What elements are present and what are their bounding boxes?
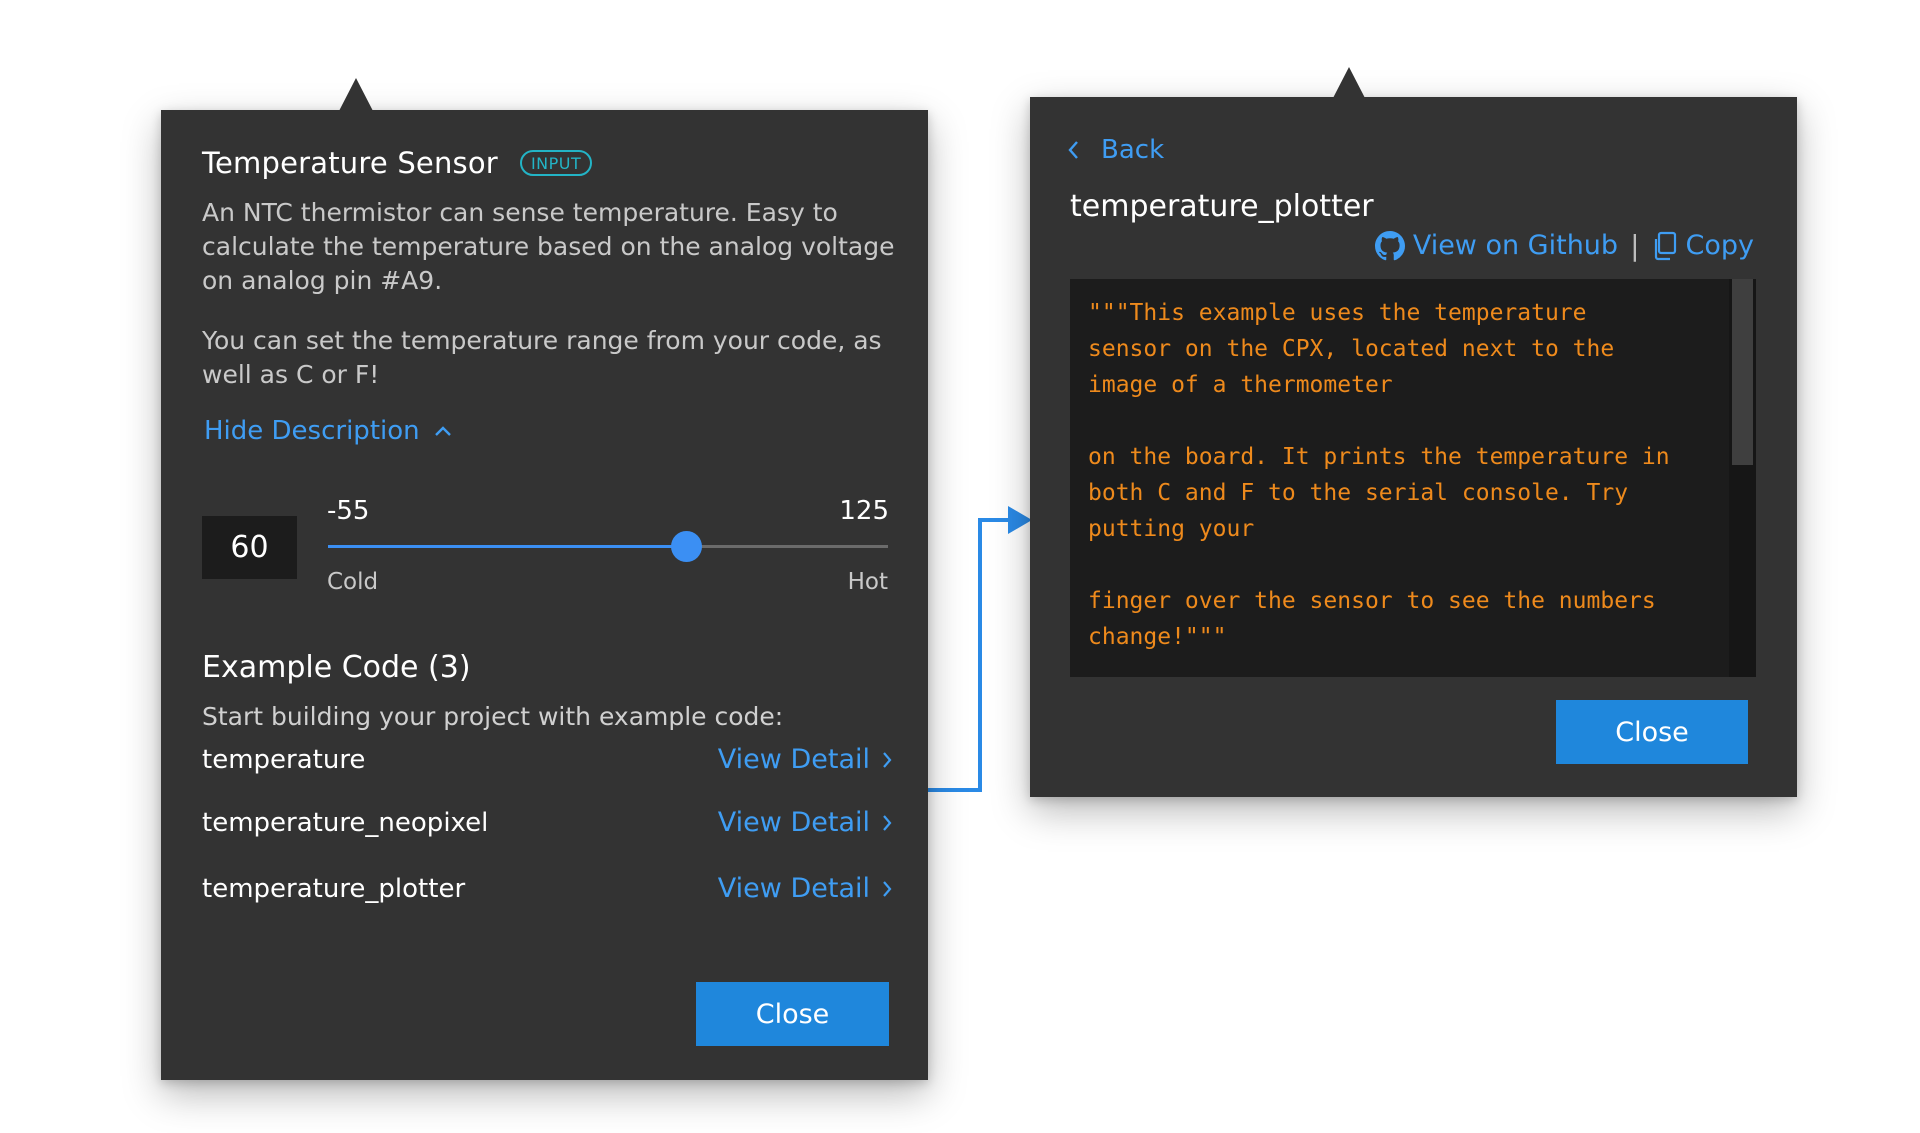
description-text: An NTC thermistor can sense temperature.… bbox=[202, 198, 895, 295]
github-label: View on Github bbox=[1412, 230, 1619, 261]
temperature-slider[interactable] bbox=[328, 531, 888, 562]
example-code-subtitle: Start building your project with example… bbox=[202, 702, 784, 731]
view-detail-link[interactable]: View Detail bbox=[718, 807, 892, 838]
chevron-up-icon bbox=[434, 426, 451, 436]
slider-max-value: 125 bbox=[839, 496, 889, 526]
code-panel: Back temperature_plotter View on Github … bbox=[1030, 67, 1797, 797]
back-link[interactable]: Back bbox=[1068, 135, 1164, 165]
slider-min-value: -55 bbox=[327, 496, 370, 526]
code-actions: View on Github | Copy bbox=[1374, 229, 1755, 262]
close-button[interactable]: Close bbox=[1556, 700, 1748, 764]
example-name: temperature bbox=[202, 744, 366, 775]
panel-caret bbox=[339, 78, 373, 111]
scrollbar-thumb[interactable] bbox=[1732, 279, 1753, 465]
chevron-left-icon bbox=[1068, 141, 1078, 159]
hide-description-link[interactable]: Hide Description bbox=[204, 416, 452, 446]
example-name: temperature_neopixel bbox=[202, 807, 489, 838]
panel-caret bbox=[1332, 67, 1366, 100]
panel-title: Temperature Sensor bbox=[202, 146, 498, 180]
chevron-right-icon bbox=[883, 751, 892, 768]
code-title: temperature_plotter bbox=[1070, 189, 1374, 224]
example-row: temperature_neopixel View Detail bbox=[202, 807, 892, 838]
slider-fill bbox=[328, 545, 686, 548]
view-detail-label: View Detail bbox=[717, 807, 870, 838]
example-name: temperature_plotter bbox=[202, 873, 466, 904]
example-code-heading: Example Code (3) bbox=[202, 650, 471, 685]
code-text: """This example uses the temperature sen… bbox=[1088, 300, 1670, 650]
close-button[interactable]: Close bbox=[696, 982, 889, 1046]
view-on-github-link[interactable]: View on Github bbox=[1374, 230, 1619, 261]
slider-thumb[interactable] bbox=[670, 531, 702, 562]
hide-description-label: Hide Description bbox=[204, 416, 420, 446]
back-label: Back bbox=[1101, 135, 1165, 165]
view-detail-link[interactable]: View Detail bbox=[718, 744, 892, 775]
view-detail-label: View Detail bbox=[717, 744, 870, 775]
view-detail-link[interactable]: View Detail bbox=[718, 873, 892, 904]
example-row: temperature View Detail bbox=[202, 744, 892, 775]
hot-label: Hot bbox=[847, 569, 888, 595]
copy-link[interactable]: Copy bbox=[1652, 230, 1755, 261]
action-divider: | bbox=[1630, 229, 1640, 262]
cold-label: Cold bbox=[327, 569, 379, 595]
code-scrollbar[interactable] bbox=[1729, 279, 1756, 677]
example-row: temperature_plotter View Detail bbox=[202, 873, 892, 904]
input-badge: INPUT bbox=[519, 150, 593, 176]
chevron-right-icon bbox=[883, 814, 892, 831]
github-icon bbox=[1374, 230, 1405, 260]
code-viewer[interactable]: """This example uses the temperature sen… bbox=[1070, 279, 1756, 677]
description-range-text: You can set the temperature range from y… bbox=[202, 326, 882, 389]
view-detail-label: View Detail bbox=[717, 873, 870, 904]
copy-label: Copy bbox=[1685, 230, 1755, 261]
sensor-panel: Temperature Sensor INPUT An NTC thermist… bbox=[161, 78, 928, 1080]
copy-icon bbox=[1654, 231, 1676, 260]
temperature-value-input[interactable]: 60 bbox=[202, 516, 297, 579]
panel-header: Temperature Sensor INPUT bbox=[202, 146, 593, 180]
chevron-right-icon bbox=[883, 880, 892, 897]
